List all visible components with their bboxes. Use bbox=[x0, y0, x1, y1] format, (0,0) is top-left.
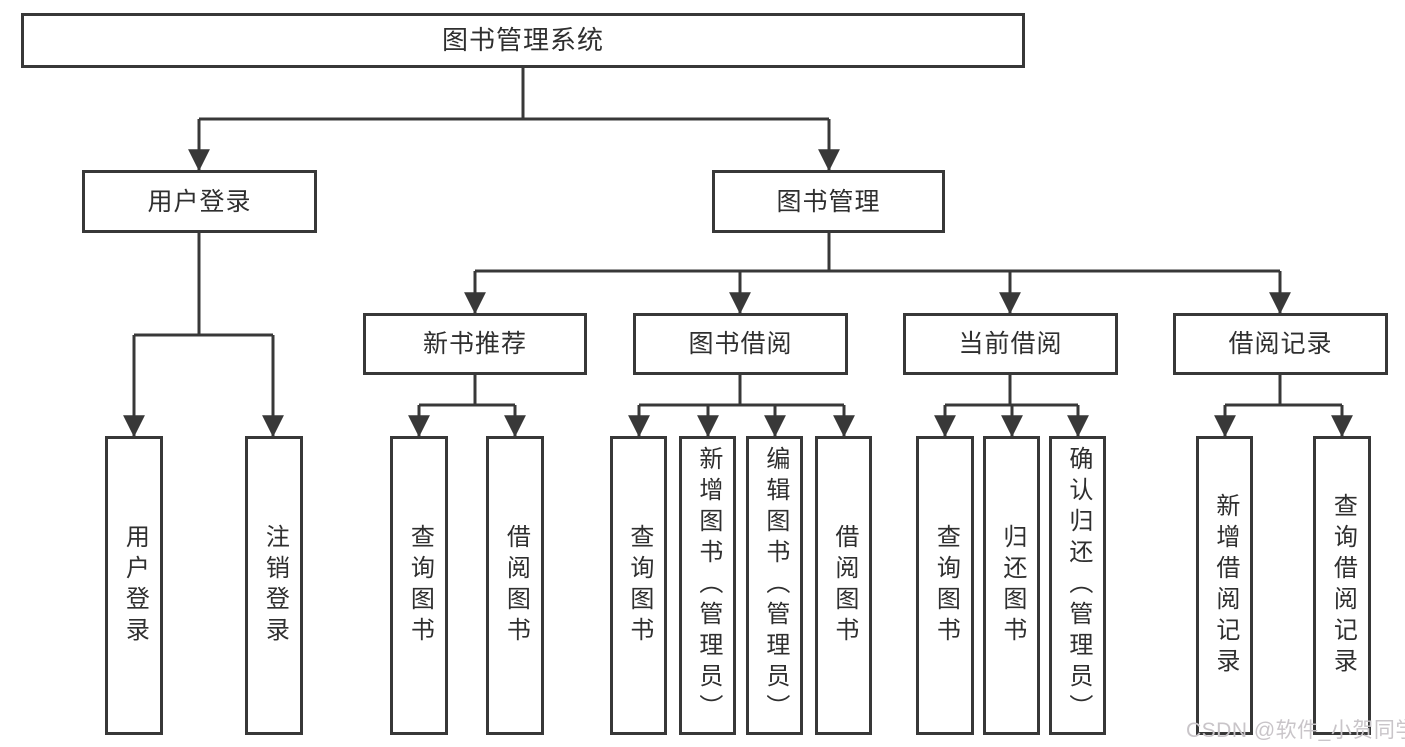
node-root: 图书管理系统 bbox=[21, 13, 1025, 68]
leaf-records-add-record: 新增借阅记录 bbox=[1196, 436, 1253, 735]
leaf-user-login: 用户登录 bbox=[105, 436, 163, 735]
leaf-current-confirm-return-admin: 确认归还（管理员） bbox=[1049, 436, 1106, 735]
leaf-recommend-borrow-books: 借阅图书 bbox=[486, 436, 544, 735]
csdn-watermark: CSDN @软件_小贺同学 bbox=[1186, 719, 1405, 742]
node-new-book-recommend: 新书推荐 bbox=[363, 313, 587, 375]
leaf-borrow-add-books-admin: 新增图书（管理员） bbox=[679, 436, 736, 735]
leaf-borrow-edit-books-admin: 编辑图书（管理员） bbox=[746, 436, 803, 735]
leaf-recommend-query-books: 查询图书 bbox=[390, 436, 448, 735]
leaf-current-query-books: 查询图书 bbox=[916, 436, 974, 735]
node-borrow-records: 借阅记录 bbox=[1173, 313, 1388, 375]
node-book-management: 图书管理 bbox=[712, 170, 945, 233]
node-current-borrow: 当前借阅 bbox=[903, 313, 1118, 375]
node-user-login: 用户登录 bbox=[82, 170, 317, 233]
leaf-logout: 注销登录 bbox=[245, 436, 303, 735]
node-book-borrow: 图书借阅 bbox=[633, 313, 848, 375]
leaf-records-query-record: 查询借阅记录 bbox=[1313, 436, 1371, 735]
leaf-borrow-query-books: 查询图书 bbox=[610, 436, 667, 735]
leaf-current-return-books: 归还图书 bbox=[983, 436, 1040, 735]
leaf-borrow-borrow-books: 借阅图书 bbox=[815, 436, 872, 735]
